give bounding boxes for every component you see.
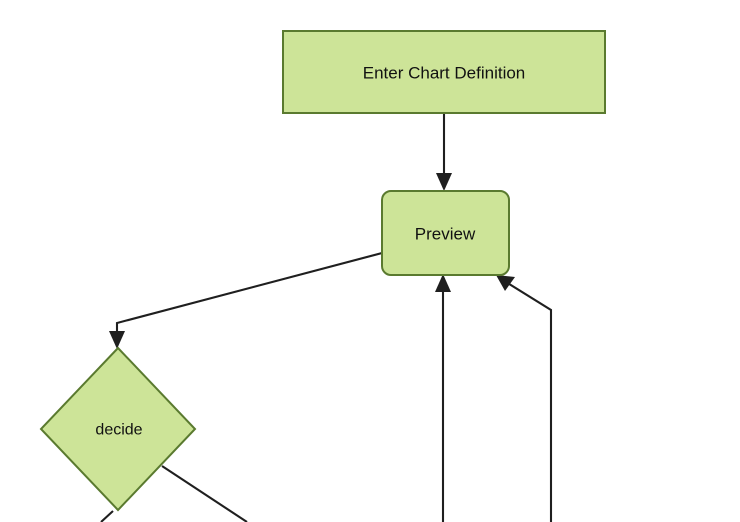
edge-layer <box>100 113 553 522</box>
node-decide[interactable]: decide <box>39 346 197 512</box>
edge-line <box>100 510 114 522</box>
edge-line <box>505 281 553 522</box>
edge-decide-down-left[interactable] <box>100 510 114 522</box>
edge-line <box>115 251 383 340</box>
node-layer: Enter Chart Definition Preview decide <box>39 30 606 512</box>
node-diamond <box>39 346 197 512</box>
node-rounded-rectangle <box>381 190 510 276</box>
arrow-head-icon <box>436 173 452 191</box>
node-rectangle <box>282 30 606 114</box>
node-preview[interactable]: Preview <box>381 190 510 276</box>
edge-into-preview-bottom-right[interactable] <box>496 275 553 522</box>
edge-line <box>161 465 248 522</box>
edge-into-preview-bottom-left[interactable] <box>435 274 451 522</box>
node-enter-chart-definition[interactable]: Enter Chart Definition <box>282 30 606 114</box>
arrow-head-icon <box>496 275 515 291</box>
edge-enter-to-preview[interactable] <box>436 113 452 191</box>
edge-preview-to-decide[interactable] <box>109 251 383 349</box>
arrow-head-icon <box>109 331 125 349</box>
edge-decide-down-right[interactable] <box>161 465 248 522</box>
arrow-head-icon <box>435 274 451 292</box>
